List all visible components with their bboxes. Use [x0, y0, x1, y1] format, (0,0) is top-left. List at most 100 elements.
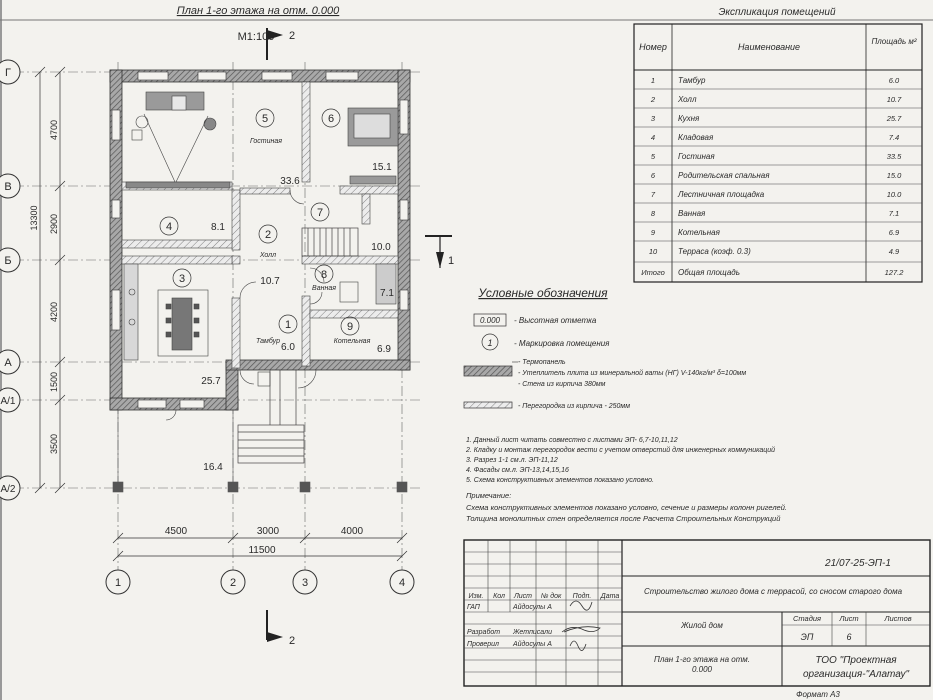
svg-text:1: 1 [115, 577, 121, 589]
svg-text:Котельная: Котельная [334, 338, 371, 345]
column-axis-markers: 1 2 3 4 [105, 569, 415, 595]
room-6: 6 15.1 [321, 108, 392, 173]
svg-text:1: 1 [448, 255, 454, 267]
stamp-head-kol: Кол [493, 593, 505, 600]
axis-row-a1: А/1 [0, 387, 21, 413]
dim-total-height: 13300 [29, 205, 39, 230]
legend-level-mark: 0.000 - Высотная отметка [473, 313, 597, 327]
explication-cell: Ванная [678, 209, 706, 218]
note-3: 3. Разрез 1-1 см.л. ЭП-11,12 [466, 457, 558, 464]
svg-text:2: 2 [289, 30, 295, 42]
svg-text:8: 8 [321, 269, 327, 281]
doors [165, 189, 325, 421]
explication-title: Экспликация помещений [718, 7, 836, 18]
axis-row-b: Б [0, 247, 21, 273]
stamp-name-dev: Жетписали [512, 629, 552, 636]
room-1: 1 Тамбур 6.0 [256, 314, 298, 353]
explication-cell: 8 [651, 209, 656, 218]
axis-col-2: 2 [220, 569, 246, 595]
stamp-name-gap: Айдосулы А [512, 603, 552, 611]
svg-text:5: 5 [262, 113, 268, 125]
axis-col-4: 4 [389, 569, 415, 595]
entrance-steps [237, 370, 305, 464]
explication-cell: 10.7 [887, 95, 902, 104]
svg-text:2: 2 [230, 577, 236, 589]
stamp-head-date: Дата [600, 593, 620, 600]
svg-text:4: 4 [166, 221, 172, 233]
svg-text:3: 3 [302, 577, 308, 589]
dim-total-width: 11500 [248, 545, 276, 556]
explication-cell: 5 [651, 152, 656, 161]
stamp-stage-head: Стадия [793, 614, 821, 623]
stamp-head-doc: № док [541, 592, 562, 600]
row-axis-markers: Г В Б А А/1 А/2 [0, 59, 21, 501]
explication-cell: Общая площадь [678, 268, 740, 277]
stamp-project: Строительство жилого дома с террасой, со… [644, 587, 903, 596]
svg-text:25.7: 25.7 [201, 376, 221, 387]
stamp-object: Жилой дом [680, 621, 723, 630]
explication-cell: 33.5 [887, 152, 902, 161]
section-mark-bottom: 2 [266, 610, 295, 647]
svg-text:8.1: 8.1 [211, 222, 225, 233]
svg-text:10.0: 10.0 [371, 242, 391, 253]
stamp-code: 21/07-25-ЭП-1 [824, 558, 891, 569]
explication-cell: Терраса (коэф. 0.3) [678, 247, 751, 256]
stamp-org-2: организация-"Алатау" [803, 669, 909, 680]
legend-partition: - Перегородка из кирпича - 250мм [463, 401, 630, 410]
explication-header-num: Номер [639, 42, 667, 52]
title-block: 21/07-25-ЭП-1 Строительство жилого дома … [463, 539, 931, 699]
explication-table: Экспликация помещений Номер Наименование… [633, 7, 923, 283]
explication-cell: 7 [651, 190, 656, 199]
legend: Условные обозначения 0.000 - Высотная от… [463, 286, 746, 410]
svg-text:А/2: А/2 [0, 484, 15, 495]
explication-cell: 7.4 [889, 133, 899, 142]
note-1: 1. Данный лист читать совместно с листам… [466, 436, 678, 444]
svg-text:10.7: 10.7 [260, 276, 280, 287]
staircase [301, 227, 359, 257]
explication-cell: 1 [651, 76, 655, 85]
room-7: 7 10.0 [310, 202, 391, 253]
explication-cell: Лестничная площадка [677, 190, 765, 199]
svg-text:А/1: А/1 [0, 396, 15, 407]
explication-cell: 6 [651, 171, 656, 180]
dim-col-3: 4000 [341, 526, 364, 537]
dim-row-5: 3500 [49, 434, 59, 454]
explication-cell: 25.7 [886, 114, 902, 123]
svg-text:- Перегородка из кирпича - 250: - Перегородка из кирпича - 250мм [518, 402, 630, 410]
svg-text:9: 9 [347, 321, 353, 333]
svg-text:4: 4 [399, 577, 405, 589]
dim-row-4: 1500 [49, 372, 59, 392]
stamp-sheet-head: Лист [838, 614, 858, 623]
axis-row-a: А [0, 349, 21, 375]
explication-cell: 15.0 [887, 171, 902, 180]
axis-row-v: В [0, 173, 21, 199]
explication-cell: Родительская спальная [678, 171, 770, 180]
axis-row-a2: А/2 [0, 475, 21, 501]
note-4: 4. Фасады см.л. ЭП-13,14,15,16 [466, 466, 569, 474]
dim-row-1: 4700 [49, 120, 59, 140]
svg-text:А: А [4, 357, 12, 369]
room-labels: 5 Гостиная 33.6 6 15.1 4 8.1 2 Холл 10.7… [159, 108, 394, 473]
floor-plan [109, 69, 411, 493]
svg-text:Г: Г [5, 67, 11, 79]
svg-text:6: 6 [328, 113, 334, 125]
svg-text:- Стена из кирпича 380мм: - Стена из кирпича 380мм [518, 381, 606, 388]
svg-text:1: 1 [285, 319, 291, 331]
horizontal-dimensions [112, 532, 408, 562]
svg-text:Ванная: Ванная [312, 285, 336, 292]
explication-cell: 7.1 [889, 209, 899, 218]
explication-cell: Гостиная [678, 152, 715, 161]
explication-cell: 4.9 [889, 247, 900, 256]
svg-text:2: 2 [289, 635, 295, 647]
svg-text:0.000: 0.000 [480, 316, 501, 325]
axis-col-1: 1 [105, 569, 131, 595]
stamp-role-dev: Разработ [467, 628, 500, 636]
explication-cell: 127.2 [885, 268, 905, 277]
plan-scale: М1:100 [238, 31, 275, 43]
svg-text:7: 7 [317, 207, 323, 219]
explication-cell: Холл [677, 95, 697, 104]
explication-cell: 2 [650, 95, 656, 104]
room-8: 8 Ванная 7.1 [312, 264, 394, 299]
stamp-sheets-head: Листов [883, 614, 911, 623]
